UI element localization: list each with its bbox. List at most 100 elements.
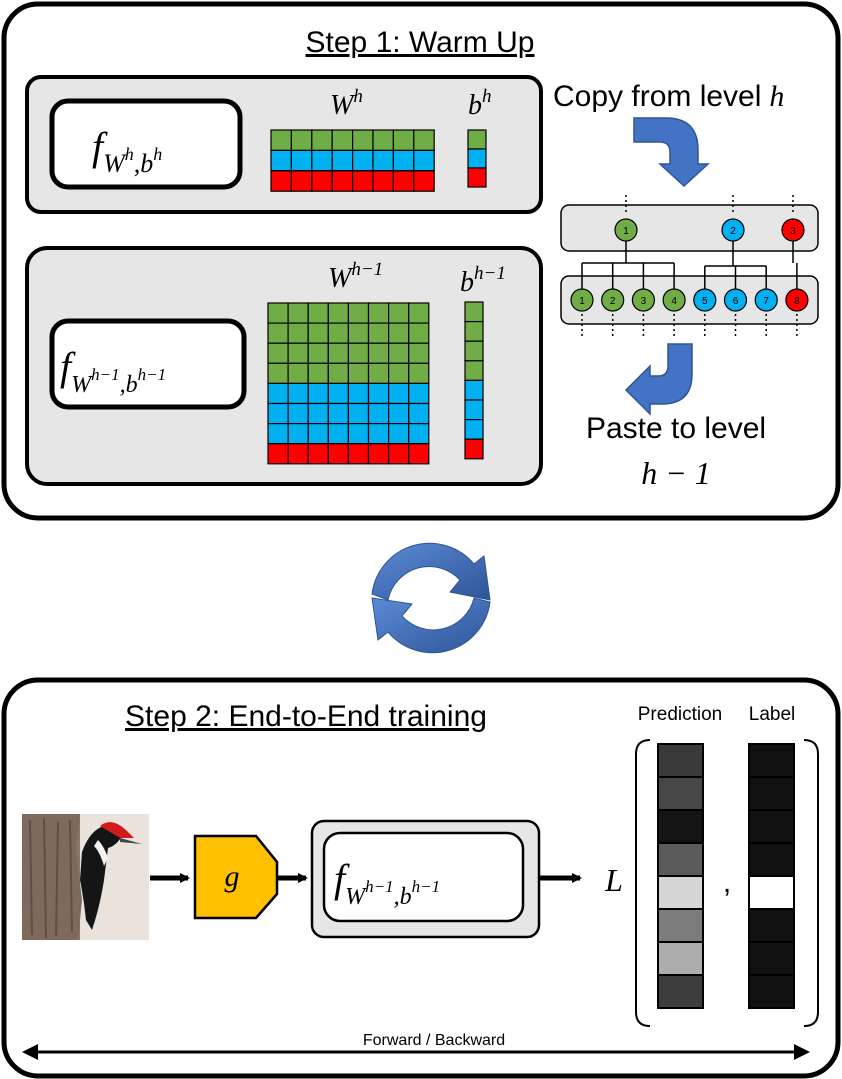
weight-h-cell bbox=[413, 170, 435, 192]
tree-child-node-label: 1 bbox=[579, 296, 585, 307]
weight-h-minus-1-cell bbox=[408, 443, 430, 465]
weight-h-minus-1-cell bbox=[327, 322, 349, 344]
weight-h-cell bbox=[311, 170, 333, 192]
weight-h-cell bbox=[311, 129, 333, 151]
loss-label: L bbox=[604, 862, 623, 898]
f-label: fWh−1,bh−1 bbox=[334, 856, 440, 910]
weight-h-minus-1-cell bbox=[408, 423, 430, 445]
tree-child-node bbox=[723, 288, 748, 312]
comma-separator: , bbox=[723, 866, 731, 899]
weight-h-label: Wh bbox=[330, 86, 363, 121]
tree-child-node bbox=[601, 288, 625, 312]
prediction-cell bbox=[657, 875, 704, 910]
weight-h-cell bbox=[270, 129, 292, 151]
tree-child-node-label: 2 bbox=[610, 296, 616, 307]
weight-h-cell bbox=[413, 149, 435, 172]
weight-h-cell bbox=[331, 170, 354, 192]
weight-h-cell bbox=[352, 170, 374, 192]
weight-h-minus-1-cell bbox=[267, 382, 289, 405]
weight-h-minus-1-cell bbox=[287, 362, 309, 384]
tree-child-node-label: 7 bbox=[763, 296, 769, 307]
weight-h-minus-1-cell bbox=[408, 302, 430, 324]
weight-h-minus-1-cell bbox=[267, 443, 289, 465]
f-block: fWh−1,bh−1 bbox=[310, 819, 541, 939]
weight-h-cell bbox=[372, 129, 394, 151]
level-h-box: fWh,bh Wh bh bbox=[25, 75, 543, 214]
tree-child-node-label: 8 bbox=[794, 296, 800, 307]
weight-h-minus-1-cell bbox=[388, 342, 410, 364]
function-h-minus-1-box bbox=[49, 318, 247, 410]
weight-h-minus-1-cell bbox=[408, 382, 430, 405]
weight-h-minus-1-cell bbox=[267, 302, 289, 324]
weight-h-minus-1-cell bbox=[388, 382, 410, 405]
tree-parent-node-label: 2 bbox=[730, 226, 736, 237]
bias-h-minus-1-cell bbox=[464, 360, 484, 381]
prediction-cell bbox=[657, 908, 704, 943]
f-inner-box bbox=[322, 831, 525, 923]
label-vector bbox=[748, 743, 795, 1009]
bias-h-cell bbox=[467, 129, 487, 150]
weight-h-minus-1-cell bbox=[327, 402, 349, 425]
weight-h-minus-1-cell bbox=[327, 423, 349, 445]
weight-h-cell bbox=[392, 149, 415, 172]
label-cell bbox=[748, 809, 795, 844]
tree-child-node-label: 5 bbox=[702, 296, 708, 307]
weight-h-minus-1-cell bbox=[388, 322, 410, 344]
arrowhead-left-icon bbox=[22, 1044, 38, 1060]
g-block: g bbox=[193, 834, 279, 920]
weight-h-minus-1-cell bbox=[367, 443, 390, 465]
weight-h-cell bbox=[392, 129, 415, 151]
weight-h-minus-1-label: Wh−1 bbox=[328, 259, 383, 294]
weight-h-minus-1-cell bbox=[347, 302, 370, 324]
left-paren bbox=[635, 739, 651, 1027]
weight-h-minus-1-cell bbox=[388, 402, 410, 425]
tree-child-node bbox=[754, 288, 778, 312]
right-paren bbox=[803, 739, 819, 1027]
weight-h-minus-1-cell bbox=[307, 443, 329, 465]
tree-level-h-box bbox=[560, 204, 819, 252]
weight-h-minus-1-cell bbox=[347, 402, 370, 425]
step2-title: Step 2: End-to-End training bbox=[125, 700, 487, 733]
weight-h-minus-1-cell bbox=[388, 443, 410, 465]
weight-h-minus-1-cell bbox=[388, 302, 410, 324]
tree-child-node bbox=[631, 288, 656, 312]
prediction-cell bbox=[657, 941, 704, 976]
tree-parent-node-label: 1 bbox=[623, 226, 629, 237]
weight-h-cell bbox=[372, 170, 394, 192]
weight-h-cell bbox=[413, 129, 435, 151]
prediction-cell bbox=[657, 974, 704, 1009]
prediction-vector bbox=[657, 743, 704, 1009]
label-cell bbox=[748, 875, 795, 910]
tree-parent-node bbox=[614, 218, 638, 242]
woodpecker-photo bbox=[22, 814, 149, 940]
weight-matrix-h bbox=[270, 129, 435, 192]
weight-h-minus-1-cell bbox=[267, 362, 289, 384]
copy-arrow-icon bbox=[633, 117, 710, 188]
bias-h-minus-1-cell bbox=[464, 340, 484, 362]
weight-h-minus-1-cell bbox=[267, 342, 289, 364]
function-h-minus-1-label: fWh−1,bh−1 bbox=[60, 344, 166, 398]
label-cell bbox=[748, 974, 795, 1009]
weight-h-minus-1-cell bbox=[327, 302, 349, 324]
weight-h-minus-1-cell bbox=[347, 322, 370, 344]
weight-h-cell bbox=[270, 149, 292, 172]
function-h-box bbox=[49, 98, 243, 190]
weight-h-minus-1-cell bbox=[327, 362, 349, 384]
label-header: Label bbox=[749, 704, 796, 725]
weight-h-cell bbox=[290, 170, 313, 192]
tree-child-node-label: 4 bbox=[671, 296, 677, 307]
weight-h-minus-1-cell bbox=[307, 423, 329, 445]
weight-h-cell bbox=[392, 170, 415, 192]
weight-h-minus-1-cell bbox=[367, 423, 390, 445]
weight-h-minus-1-cell bbox=[388, 362, 410, 384]
paste-level-variable: h − 1 bbox=[641, 455, 711, 491]
label-cell bbox=[748, 941, 795, 976]
weight-h-minus-1-cell bbox=[307, 302, 329, 324]
weight-h-minus-1-cell bbox=[347, 382, 370, 405]
weight-h-minus-1-cell bbox=[287, 402, 309, 425]
bias-h-minus-1-cell bbox=[464, 438, 484, 460]
weight-h-minus-1-cell bbox=[307, 402, 329, 425]
label-cell bbox=[748, 776, 795, 811]
